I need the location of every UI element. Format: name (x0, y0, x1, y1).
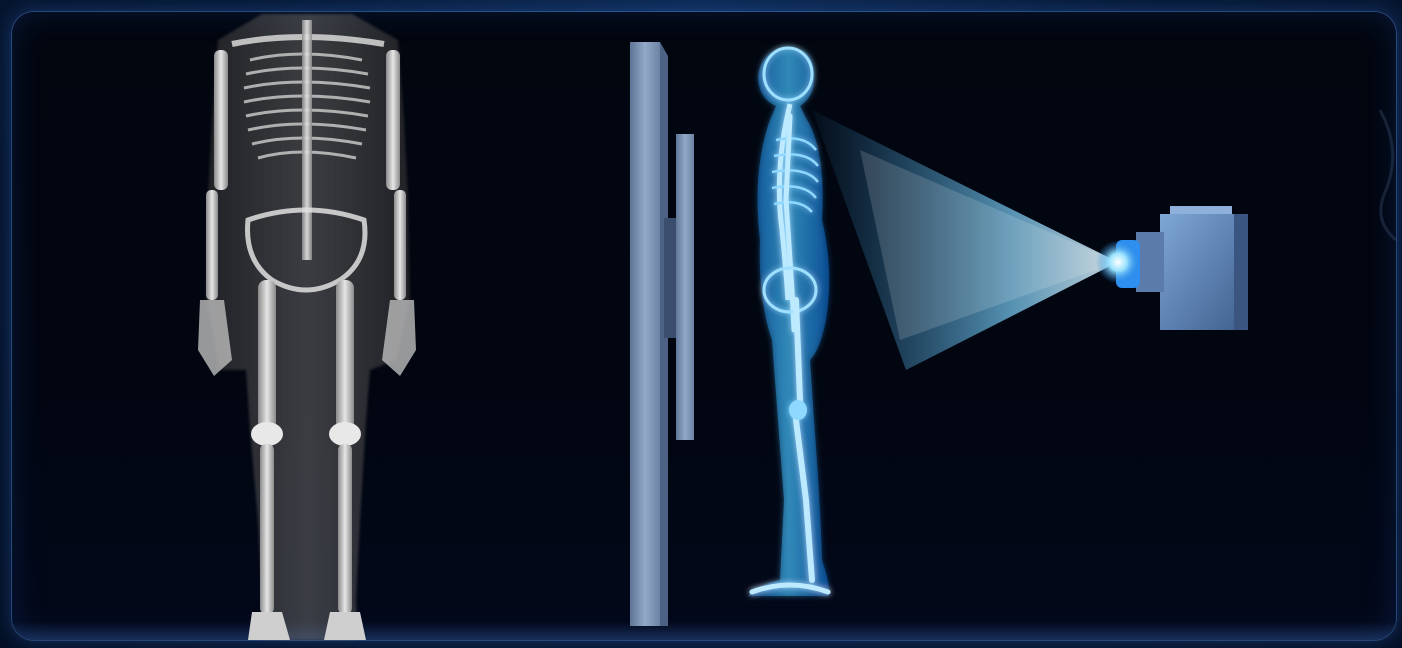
flat-panel-detector (630, 42, 694, 626)
xray-right-knee (329, 422, 361, 446)
xray-right-femur (336, 280, 354, 430)
detector-cassette (676, 134, 694, 440)
xray-left-humerus (214, 50, 228, 190)
detector-plate (630, 42, 660, 626)
xray-left-tibia (260, 444, 274, 614)
device-lens-glow (1096, 240, 1140, 284)
xray-source-device (1096, 206, 1248, 330)
xray-spine (302, 20, 312, 260)
hologram-knee (789, 400, 807, 420)
xray-beam (812, 110, 1118, 370)
xray-right-tibia (338, 444, 352, 614)
device-neck (1136, 232, 1164, 292)
xray-left-forearm (206, 190, 218, 300)
edge-wisp (1380, 110, 1396, 240)
side-view-hologram-figure (748, 48, 829, 596)
xray-right-humerus (386, 50, 400, 190)
xray-right-foot (324, 612, 366, 640)
detector-mount (664, 218, 676, 338)
xray-left-femur (258, 280, 276, 430)
xray-right-forearm (394, 190, 406, 300)
frontal-xray-figure (198, 14, 416, 640)
xray-left-knee (251, 422, 283, 446)
device-housing-side (1234, 214, 1248, 330)
